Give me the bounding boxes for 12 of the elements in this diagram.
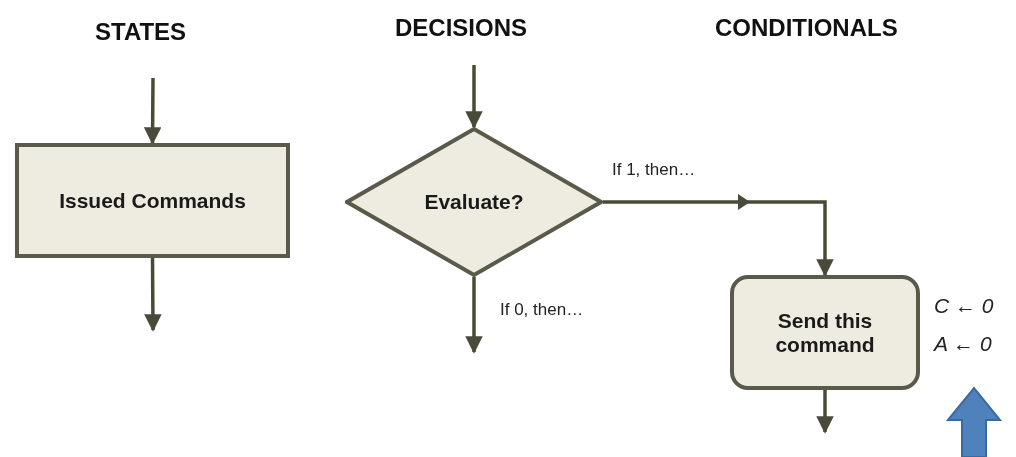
node-label: Send this command	[774, 308, 876, 357]
edge-label: If 0, then…	[500, 300, 584, 320]
node-label: Evaluate?	[424, 190, 524, 214]
annotation: C ← 0 A ← 0	[934, 293, 995, 357]
column-heading: CONDITIONALS	[715, 14, 898, 42]
edge-label: If 1, then…	[612, 160, 696, 180]
column-heading: STATES	[95, 18, 187, 46]
process-box	[15, 143, 290, 258]
node-label: Issued Commands	[59, 188, 246, 213]
decision-diamond	[345, 127, 603, 277]
column-heading: DECISIONS	[395, 14, 528, 42]
process-box	[730, 275, 920, 390]
